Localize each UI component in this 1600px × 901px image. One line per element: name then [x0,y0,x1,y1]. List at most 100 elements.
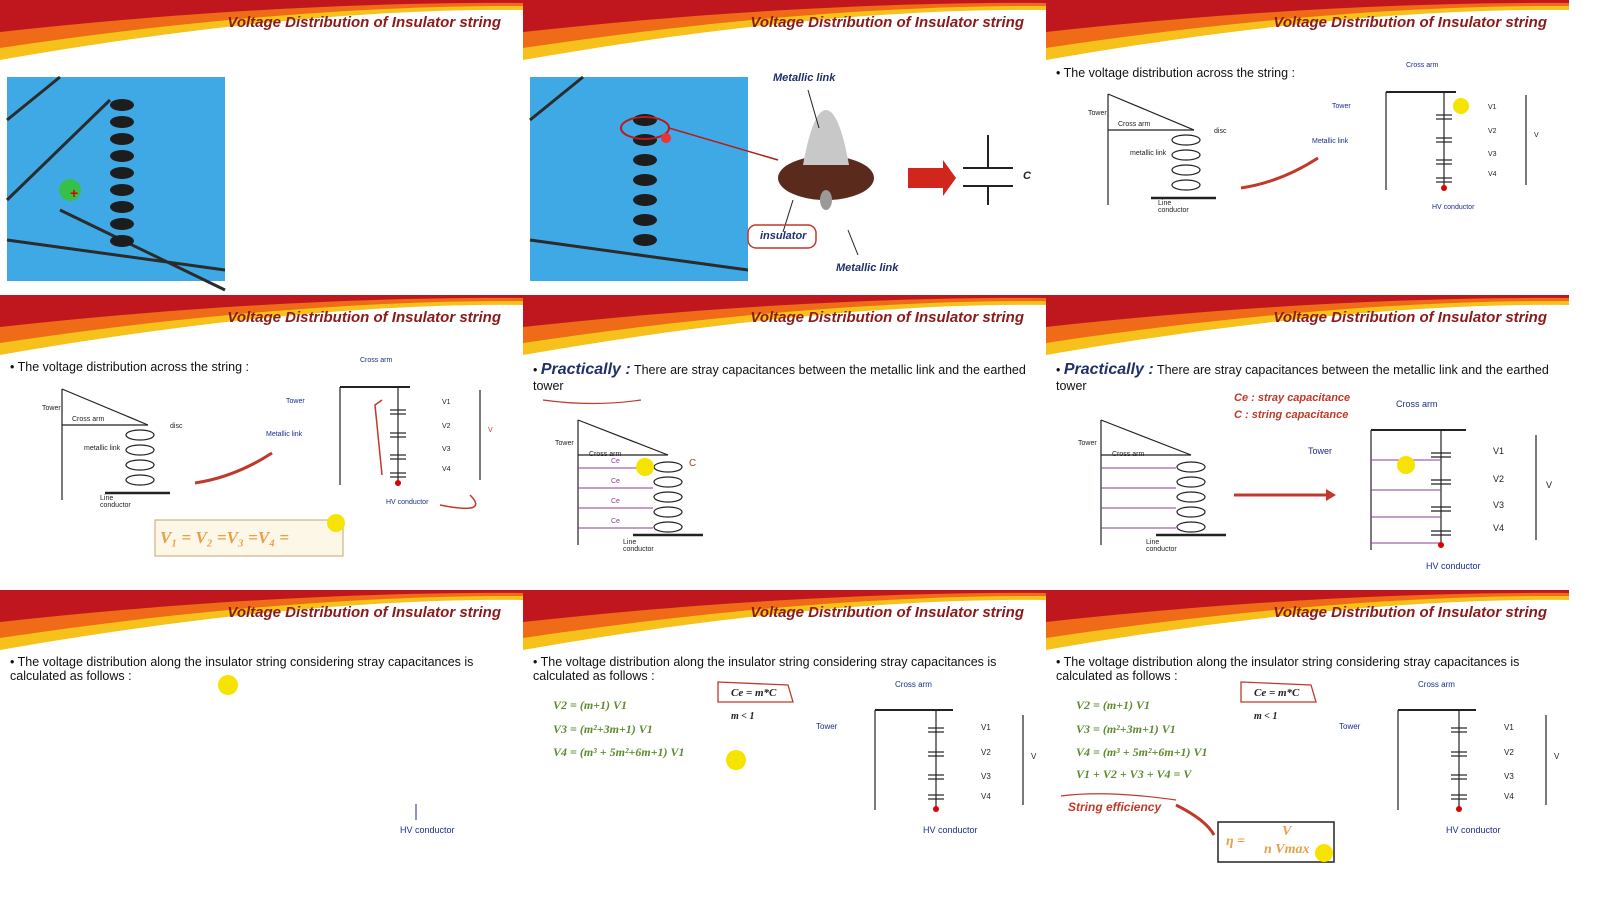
tower-photo [7,77,225,281]
eq-ce: Ce = m*C [731,687,777,699]
label-v3: V3 [1493,500,1505,510]
practically-text: • Practically : There are stray capacita… [533,361,1026,393]
label-metallic-link: metallic link [1130,150,1167,157]
slide-8[interactable]: Voltage Distribution of Insulator string… [523,590,1046,884]
slide-2[interactable]: Voltage Distribution of Insulator string… [523,0,1046,294]
label-hv-conductor: HV conductor [386,499,429,506]
label-hv-conductor: HV conductor [923,825,978,835]
eq-v3: V3 = (m²+3m+1) V1 [553,722,653,736]
label-line-conductor: Line conductor [1158,200,1189,214]
label-c: C [689,458,697,469]
eq-sum: V1 + V2 + V3 + V4 = V [1076,767,1192,781]
label-v1: V1 [981,723,991,732]
label-tower-right: Tower [816,722,838,731]
bullet-text: • The voltage distribution across the st… [1056,66,1295,80]
label-v4: V4 [1504,792,1514,801]
label-v: V [1031,752,1037,761]
slide-7[interactable]: Voltage Distribution of Insulator string… [0,590,523,884]
label-tower-right: Tower [1308,446,1333,456]
slide-5[interactable]: Voltage Distribution of Insulator string… [523,295,1046,589]
label-metallic-link-top: Metallic link [773,72,836,84]
label-v: V [488,427,493,434]
label-v: V [1534,132,1539,139]
label-hv-conductor: HV conductor [1426,561,1481,571]
label-cross-arm: Cross arm [589,451,622,458]
label-v: V [1554,752,1560,761]
svg-text:+: + [70,185,78,201]
eq-v3: V3 = (m²+3m+1) V1 [1076,722,1176,736]
label-ce-3: Ce [611,498,620,505]
label-v3: V3 [981,772,991,781]
label-v1: V1 [1504,723,1514,732]
label-cross-arm-right: Cross arm [360,357,393,364]
slide-title: Voltage Distribution of Insulator string [1273,309,1547,326]
label-metallic-link-right: Metallic link [1312,138,1349,145]
slide-title: Voltage Distribution of Insulator string [1273,604,1547,621]
label-tower: Tower [555,440,574,447]
slide-1[interactable]: + Voltage Distribution of Insulator stri… [0,0,523,294]
label-disc: disc [1214,128,1227,135]
label-metallic-link-bottom: Metallic link [836,262,899,274]
label-line-conductor: Line conductor [1146,539,1177,553]
label-cross-arm-right: Cross arm [1418,680,1455,689]
eta-denominator: n Vmax [1264,842,1310,857]
slide-title: Voltage Distribution of Insulator string [1273,14,1547,31]
insulator-string-photo [110,99,134,247]
label-tower: Tower [42,405,61,412]
string-efficiency-label: String efficiency [1068,800,1162,814]
label-disc: disc [170,423,183,430]
insulator-disc-photo [778,110,874,210]
label-v2: V2 [1493,474,1505,484]
bullet-text: • The voltage distribution along the ins… [1056,655,1520,683]
label-v: V [1546,480,1553,490]
label-v4: V4 [442,466,451,473]
eq-v2: V2 = (m+1) V1 [1076,698,1151,712]
tower-sketch [1107,93,1216,205]
legend-stray: Ce : stray capacitance [1234,392,1351,404]
eq-m: m < 1 [1254,711,1278,722]
practically-text: • Practically : There are stray capacita… [1056,361,1549,393]
eq-v4: V4 = (m³ + 5m²+6m+1) V1 [553,745,685,759]
bullet-text: • The voltage distribution across the st… [10,360,249,374]
eq-v2: V2 = (m+1) V1 [553,698,628,712]
label-v3: V3 [442,446,451,453]
label-ce-2: Ce [611,478,620,485]
slide-6[interactable]: Voltage Distribution of Insulator string… [1046,295,1569,589]
label-v4: V4 [1488,171,1497,178]
title-swoosh: + [0,0,523,292]
slide-9[interactable]: Voltage Distribution of Insulator string… [1046,590,1569,884]
label-cross-arm-right: Cross arm [1396,399,1438,409]
label-capacitor: C [1023,170,1031,182]
slide-title: Voltage Distribution of Insulator string [750,604,1024,621]
label-ce-1: Ce [611,458,620,465]
label-tower: Tower [1088,110,1107,117]
label-v4: V4 [1493,523,1505,533]
label-tower: Tower [1078,440,1097,447]
label-cross-arm: Cross arm [1112,451,1145,458]
bullet-text: • The voltage distribution along the ins… [10,655,474,683]
label-hv-conductor: HV conductor [400,825,455,835]
label-v2: V2 [981,748,991,757]
capacitor-chain [1385,91,1527,190]
slide-3[interactable]: Voltage Distribution of Insulator string… [1046,0,1569,294]
label-metallic-link: metallic link [84,445,121,452]
slide-title: Voltage Distribution of Insulator string [750,309,1024,326]
arrow-icon [908,160,956,196]
slide-title: Voltage Distribution of Insulator string [750,14,1024,31]
cursor-dot [59,179,81,201]
label-line-conductor: Line conductor [100,495,131,509]
label-cross-arm-right: Cross arm [895,680,932,689]
slide-title: Voltage Distribution of Insulator string [227,604,501,621]
bullet-text: • The voltage distribution along the ins… [533,655,997,683]
label-v1: V1 [442,399,451,406]
label-tower-right: Tower [286,398,305,405]
label-v2: V2 [1504,748,1514,757]
label-hv-conductor: HV conductor [1446,825,1501,835]
slide-4[interactable]: Voltage Distribution of Insulator string… [0,295,523,589]
label-v4: V4 [981,792,991,801]
arrow-icon [1240,156,1319,190]
label-ce-4: Ce [611,518,620,525]
label-cross-arm: Cross arm [1118,121,1151,128]
label-line-conductor: Line conductor [623,539,654,553]
